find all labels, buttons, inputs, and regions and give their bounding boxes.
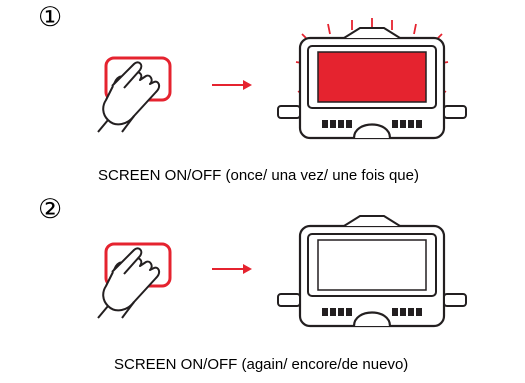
step-1-button-press — [94, 52, 184, 140]
finger-press-icon — [97, 242, 172, 319]
step-1-caption: SCREEN ON/OFF (once/ una vez/ une fois q… — [98, 167, 419, 184]
step-2-caption: SCREEN ON/OFF (again/ encore/de nuevo) — [114, 356, 409, 373]
arrow-right-icon — [212, 80, 252, 90]
finger-press-icon — [97, 56, 172, 133]
step-2-arrow — [212, 263, 252, 275]
device-icon — [277, 215, 467, 328]
step-1-device — [272, 16, 472, 148]
step-2-button-press — [94, 238, 184, 326]
device-icon — [277, 18, 467, 140]
step-1-number: ① — [38, 2, 63, 32]
step-2-device — [272, 204, 472, 336]
step-1-arrow — [212, 79, 252, 91]
step-2-number: ② — [38, 194, 63, 224]
arrow-right-icon — [212, 264, 252, 274]
